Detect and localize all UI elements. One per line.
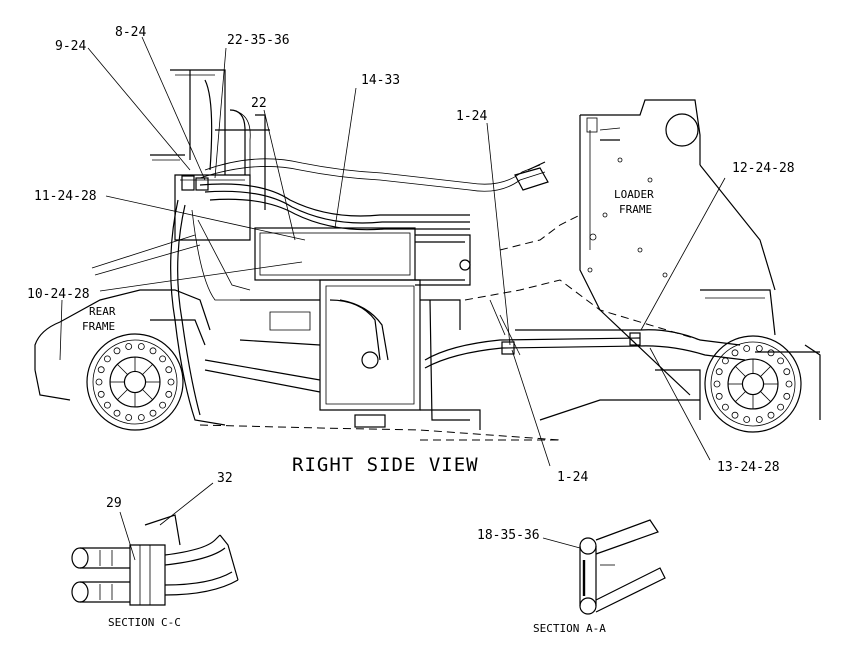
- loader-frame-label-line2: FRAME: [619, 203, 652, 216]
- front-axle: [655, 344, 821, 420]
- callout-9-24: 9-24: [55, 39, 86, 54]
- leader-1-24-bottom: [511, 349, 551, 467]
- section-aa-label: SECTION A-A: [533, 622, 606, 635]
- callout-11-24-28: 11-24-28: [34, 189, 97, 204]
- callout-1-24-top: 1-24: [456, 109, 487, 124]
- rear-frame-label-line2: FRAME: [82, 320, 115, 333]
- callout-29: 29: [106, 496, 122, 511]
- leader-lines: [87, 36, 726, 561]
- loader-frame-outline: [464, 99, 776, 421]
- leader-22: [263, 109, 296, 241]
- section-cc-hose-lower: [71, 581, 130, 603]
- front-wheel: [704, 335, 802, 433]
- leader-8-24: [141, 36, 206, 181]
- callout-13-24-28: 13-24-28: [717, 460, 780, 475]
- callout-18-35-36: 18-35-36: [477, 528, 540, 543]
- leader-12-24-28: [640, 177, 726, 331]
- leader-29: [119, 511, 136, 561]
- section-aa-detail: [579, 519, 666, 615]
- callout-22: 22: [251, 96, 267, 111]
- leader-32: [159, 482, 214, 526]
- callout-10-24-28: 10-24-28: [27, 287, 90, 302]
- leader-9-24: [87, 47, 191, 171]
- leader-14-33: [334, 87, 357, 229]
- rear-hoses: [170, 199, 251, 426]
- view-title: RIGHT SIDE VIEW: [292, 454, 479, 476]
- callout-14-33: 14-33: [361, 73, 400, 88]
- callout-8-24: 8-24: [115, 25, 146, 40]
- rear-frame-outline: [34, 234, 211, 401]
- callout-12-24-28: 12-24-28: [732, 161, 795, 176]
- callout-1-24-bottom: 1-24: [557, 470, 588, 485]
- leader-10-24-28: [99, 261, 303, 292]
- section-cc-hose-upper: [71, 547, 130, 569]
- leader-11-24-28: [105, 195, 306, 241]
- front-frame-hoses: [424, 299, 746, 369]
- rear-wheel: [86, 333, 184, 431]
- leader-1-24-top: [486, 122, 511, 346]
- leader-22-35-36: [214, 47, 227, 179]
- leader-18-35-36: [542, 537, 581, 549]
- callout-22-35-36: 22-35-36: [227, 33, 290, 48]
- center-tank-assembly: [199, 227, 561, 441]
- loader-frame-label-line1: LOADER: [614, 188, 654, 201]
- leader-13-24-28: [649, 347, 711, 461]
- rear-frame-label-line1: REAR: [89, 305, 116, 318]
- section-cc-label: SECTION C-C: [108, 616, 181, 629]
- callout-32: 32: [217, 471, 233, 486]
- upper-hose-bundle: [199, 158, 549, 231]
- section-cc-detail: [71, 514, 239, 606]
